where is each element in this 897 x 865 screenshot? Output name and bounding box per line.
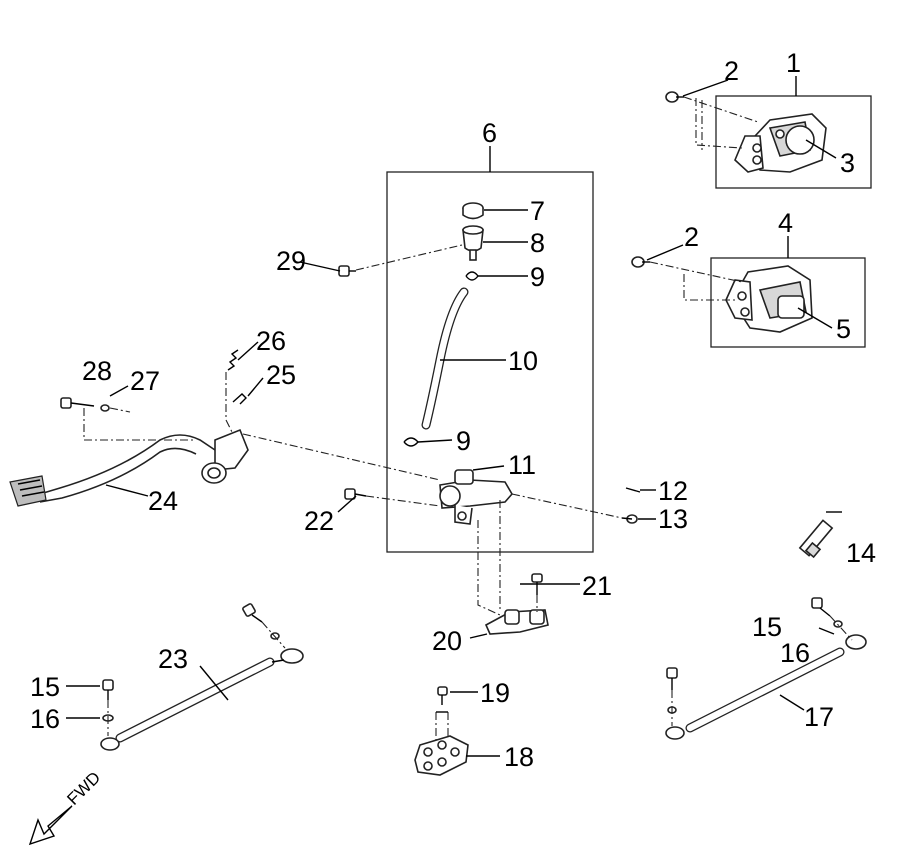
bleeder-valve-2b xyxy=(631,256,650,268)
callout-1: 1 xyxy=(786,48,801,78)
brake-junction-block xyxy=(414,735,469,776)
callout-16b: 16 xyxy=(780,638,810,668)
callout-23: 23 xyxy=(158,644,188,674)
caliper-assembly-box-1 xyxy=(715,95,872,189)
leader-lines xyxy=(66,76,837,757)
callout-7: 7 xyxy=(530,196,545,226)
spring-pin xyxy=(232,393,247,405)
callout-12: 12 xyxy=(658,476,688,506)
fwd-label: FWD xyxy=(63,768,104,809)
bleeder-valve-2a xyxy=(665,91,684,103)
callout-11: 11 xyxy=(508,450,536,480)
callout-15b: 15 xyxy=(752,612,782,642)
banjo-bolt-15a xyxy=(102,679,114,700)
callout-17: 17 xyxy=(804,702,834,732)
reservoir-hose xyxy=(421,287,469,430)
callout-24: 24 xyxy=(148,486,178,516)
callout-9a: 9 xyxy=(530,262,545,292)
brake-hose-23 xyxy=(100,648,304,751)
callout-26: 26 xyxy=(256,326,286,356)
callout-4: 4 xyxy=(778,208,793,238)
return-spring xyxy=(227,349,239,371)
callout-16a: 16 xyxy=(30,704,60,734)
callout-15a: 15 xyxy=(30,672,60,702)
banjo-bolt-15d xyxy=(666,667,678,690)
forward-direction-arrow: FWD xyxy=(28,768,104,846)
brake-pedal xyxy=(9,428,249,507)
bolt-22 xyxy=(344,488,367,500)
brake-light-switch xyxy=(798,511,842,559)
brake-fluid-reservoir xyxy=(462,225,484,261)
banjo-bolt-15c xyxy=(242,603,263,623)
brake-hose-17 xyxy=(665,634,867,740)
callout-13: 13 xyxy=(658,504,688,534)
callout-8: 8 xyxy=(530,228,545,258)
brake-caliper-1 xyxy=(734,113,827,173)
callout-22: 22 xyxy=(304,506,334,536)
callout-21: 21 xyxy=(582,571,612,601)
bolt-29 xyxy=(338,265,356,277)
washer-27 xyxy=(100,404,110,412)
callout-27: 27 xyxy=(130,366,160,396)
bolt-19 xyxy=(437,686,448,705)
callout-19: 19 xyxy=(480,678,510,708)
callout-28: 28 xyxy=(82,356,112,386)
callout-2b: 2 xyxy=(684,222,699,252)
callout-10: 10 xyxy=(508,346,538,376)
callout-6: 6 xyxy=(482,118,497,148)
callout-2a: 2 xyxy=(724,56,739,86)
mounting-bracket xyxy=(484,609,549,635)
bolt-28 xyxy=(60,397,95,409)
callout-5: 5 xyxy=(836,314,851,344)
master-cylinder xyxy=(439,469,513,525)
reservoir-cap xyxy=(462,202,484,220)
cotter-pin-12 xyxy=(625,487,641,493)
banjo-bolt-15b xyxy=(811,597,831,617)
clevis-pin-13 xyxy=(621,514,638,524)
callout-20: 20 xyxy=(432,626,462,656)
brake-caliper-4 xyxy=(725,265,813,333)
callout-29: 29 xyxy=(276,246,306,276)
callout-3: 3 xyxy=(840,148,855,178)
callout-9b: 9 xyxy=(456,426,471,456)
hose-clip-9a xyxy=(465,271,479,281)
callout-14: 14 xyxy=(846,538,876,568)
hose-clip-9b xyxy=(403,437,419,447)
callout-18: 18 xyxy=(504,742,534,772)
callout-25: 25 xyxy=(266,360,296,390)
